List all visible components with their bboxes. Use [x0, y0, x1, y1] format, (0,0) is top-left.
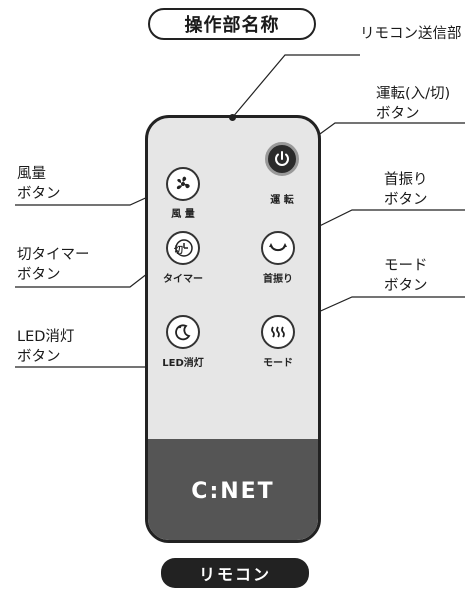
power-icon [275, 151, 289, 166]
fan-button-label: 風 量 [171, 209, 195, 220]
led-off-button-label: LED消灯 [162, 358, 204, 369]
callout-timer-line2: ボタン [17, 267, 61, 283]
timer-icon: 切 [174, 239, 193, 257]
callout-timer: 切タイマー ボタン [17, 245, 90, 285]
led-off-button[interactable] [166, 315, 200, 349]
mode-button[interactable] [261, 315, 295, 349]
timer-icon-text: 切 [174, 245, 183, 256]
callout-remote-sender: リモコン送信部 [360, 26, 462, 42]
swing-button-label: 首振り [263, 274, 293, 285]
remote-caption: リモコン [161, 558, 309, 588]
remote-sender-dot [229, 114, 236, 121]
power-button-label: 運 転 [270, 195, 294, 206]
mode-button-label: モード [263, 358, 293, 369]
callout-mode-line1: モード [384, 258, 428, 274]
callout-fan-line2: ボタン [17, 186, 61, 202]
callout-power: 運転(入/切) ボタン [376, 84, 450, 124]
remote-control: 風 量 運 転 切 タイマー 首振り LED消灯 [145, 115, 321, 543]
callout-mode-line2: ボタン [384, 278, 428, 294]
callout-led-line1: LED消灯 [17, 329, 75, 345]
callout-fan-line1: 風量 [17, 166, 46, 182]
leader-remote-sender [231, 54, 360, 119]
wind-mode-icon [271, 326, 285, 338]
page-title: 操作部名称 [148, 8, 316, 40]
remote-brand-panel: C:NET [148, 439, 318, 540]
callout-mode: モード ボタン [384, 256, 428, 296]
callout-fan: 風量 ボタン [17, 164, 61, 204]
callout-power-line1: 運転(入/切) [376, 86, 451, 102]
callout-led: LED消灯 ボタン [17, 327, 74, 367]
timer-button[interactable]: 切 [166, 231, 200, 265]
swing-button[interactable] [261, 231, 295, 265]
callout-swing-line1: 首振り [384, 172, 428, 188]
power-button[interactable] [265, 142, 299, 176]
callout-timer-line1: 切タイマー [17, 247, 90, 263]
callout-power-line2: ボタン [376, 106, 420, 122]
callout-led-line2: ボタン [17, 349, 61, 365]
fan-button[interactable] [166, 167, 200, 201]
fan-icon [176, 176, 190, 190]
moon-icon [175, 324, 191, 341]
brand-logo: C:NET [191, 478, 275, 504]
callout-swing-line2: ボタン [384, 192, 428, 208]
timer-button-label: タイマー [163, 274, 203, 285]
callout-swing: 首振り ボタン [384, 170, 428, 210]
swing-icon [269, 243, 287, 252]
